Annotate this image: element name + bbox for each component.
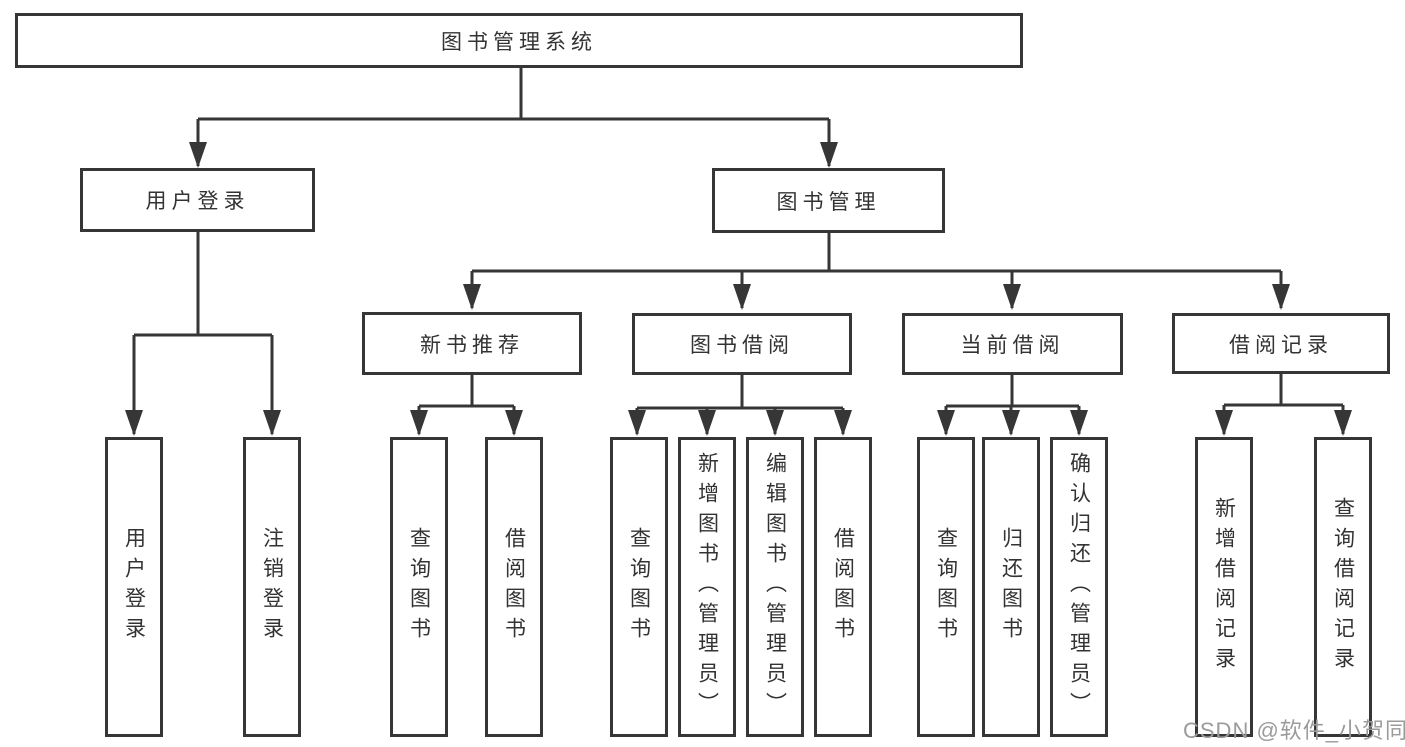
leaf-user-login: 用户登录 xyxy=(105,437,163,737)
leaf-new-book-borrow: 借阅图书 xyxy=(485,437,543,737)
leaf-new-book-query: 查询图书 xyxy=(390,437,448,737)
node-new-book-recommend: 新书推荐 xyxy=(362,312,582,375)
leaf-borrow-query: 查询图书 xyxy=(610,437,668,737)
leaf-records-add: 新增借阅记录 xyxy=(1195,437,1253,737)
leaf-borrow-edit-admin: 编辑图书（管理员） xyxy=(746,437,804,737)
node-user-login: 用户登录 xyxy=(80,168,315,232)
leaf-logout: 注销登录 xyxy=(243,437,301,737)
leaf-borrow-add-admin: 新增图书（管理员） xyxy=(678,437,736,737)
csdn-watermark: CSDN @软件_小贺同学 xyxy=(1183,718,1405,743)
leaf-borrow-borrow: 借阅图书 xyxy=(814,437,872,737)
leaf-current-query: 查询图书 xyxy=(917,437,975,737)
node-borrow-records: 借阅记录 xyxy=(1172,313,1390,374)
node-book-management: 图书管理 xyxy=(712,168,945,233)
node-root: 图书管理系统 xyxy=(15,13,1023,68)
leaf-current-confirm-admin: 确认归还（管理员） xyxy=(1050,437,1108,737)
node-book-borrow: 图书借阅 xyxy=(632,313,852,375)
node-current-borrow: 当前借阅 xyxy=(902,313,1123,375)
leaf-current-return: 归还图书 xyxy=(982,437,1040,737)
leaf-records-query: 查询借阅记录 xyxy=(1314,437,1372,737)
